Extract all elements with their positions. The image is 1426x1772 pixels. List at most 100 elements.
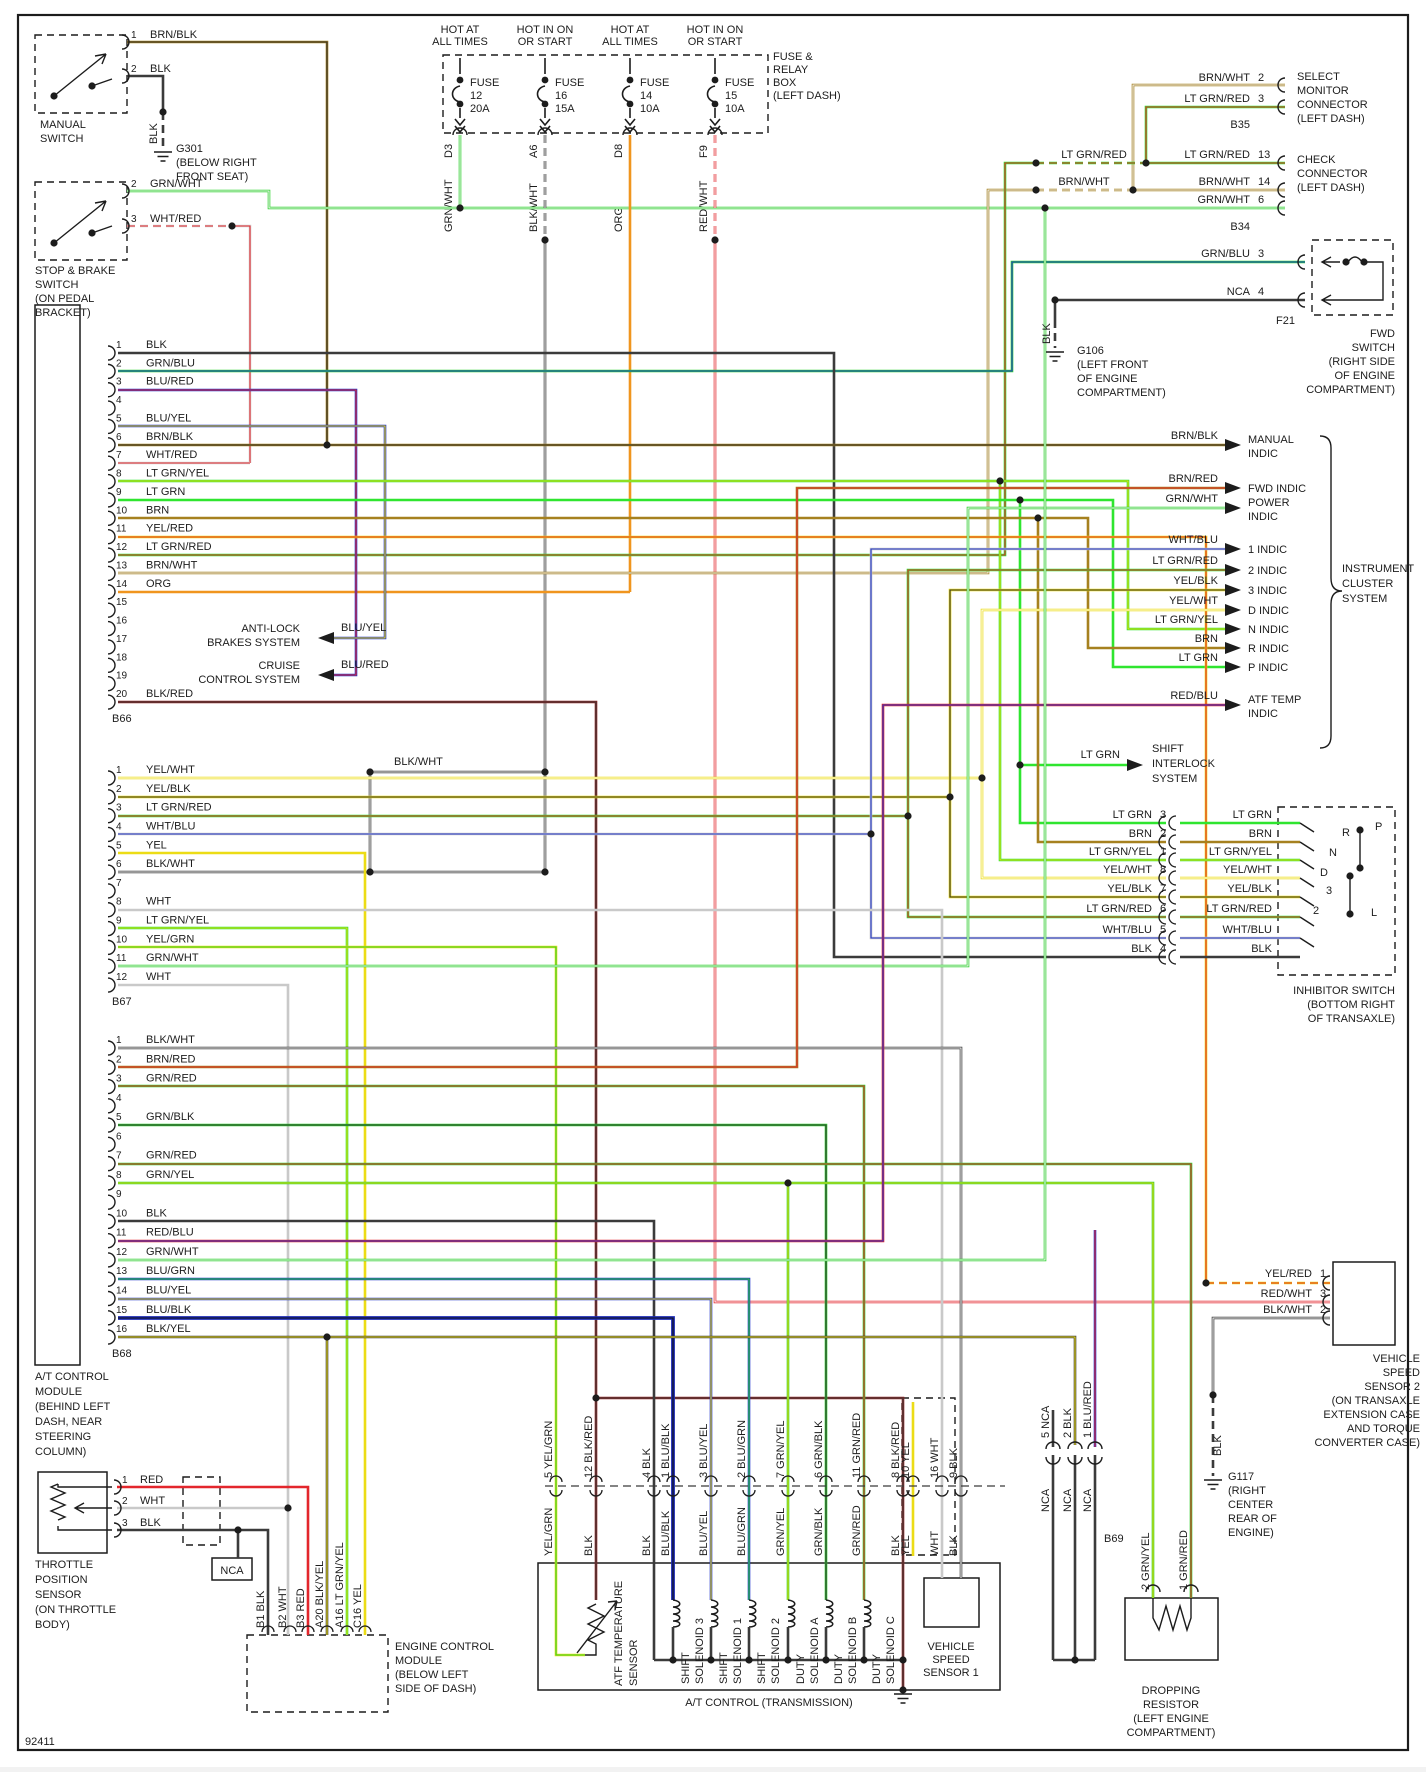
inhibitor-arc (1158, 852, 1167, 868)
label: SYSTEM (1152, 773, 1197, 785)
label: F21 (1276, 315, 1295, 327)
trans-wire-label: BLK (948, 1535, 960, 1556)
arrow-left-icon (318, 632, 334, 644)
inhibitor-wire-left: YEL/WHT (1103, 864, 1152, 876)
label: 2 (1258, 72, 1264, 84)
solenoid-label: SOLENOID 2 (770, 1618, 782, 1684)
fuse-wire-color: GRN/WHT (443, 179, 455, 232)
label: NCA (1062, 1488, 1074, 1512)
wire-stripe-b66-2-grn-blu (118, 261, 1305, 372)
fuse-feed-label: ALL TIMES (602, 36, 658, 48)
label: 3 (1258, 248, 1264, 260)
wire-b68-12-grn-wht (118, 208, 1047, 1262)
pin-arc-B68-12 (107, 1252, 116, 1268)
pin-arc-B68-7 (107, 1155, 116, 1172)
inhibitor-arc (1168, 834, 1177, 850)
atf-resistor (576, 1600, 618, 1656)
trans-conn-arc (819, 1489, 833, 1497)
junction-dot (745, 1656, 753, 1664)
pin-number-B66-6: 6 (116, 432, 122, 443)
label: BLK (148, 123, 160, 144)
pin-arc-B66-3 (107, 382, 116, 398)
fuse-dot (711, 76, 719, 84)
pin-number-B66-19: 19 (116, 671, 128, 682)
trans-conn-arc (935, 1489, 949, 1497)
trans-conn-arc (906, 1489, 920, 1497)
trans-conn-arc (704, 1489, 718, 1497)
trans-conn-arc (666, 1475, 680, 1483)
trans-pin-label: 10 YEL (900, 1442, 912, 1478)
indicator-wire-label: BRN/BLK (1171, 430, 1219, 442)
label: SWITCH (35, 279, 78, 291)
pin-arc-B67-11 (107, 958, 116, 974)
wire-stripe-b68-11-red-blu (118, 704, 1225, 1242)
pin-number-B66-11: 11 (116, 524, 127, 535)
pin-arc-B68-6 (107, 1136, 116, 1153)
label: A/T CONTROL (35, 1371, 109, 1383)
trans-conn-arc (589, 1489, 603, 1497)
junction-dot (1342, 258, 1350, 266)
label: D (1320, 867, 1328, 879)
box-dashed-0 (34, 34, 128, 114)
box-solid-6 (537, 1562, 1001, 1691)
trans-wire-label: BLU/GRN (736, 1507, 748, 1556)
pin-color-B68-11: RED/BLU (146, 1227, 194, 1239)
pin-arc-B68-9 (107, 1194, 116, 1210)
inhibitor-wire-right: LT GRN/RED (1206, 903, 1272, 915)
label: MODULE (395, 1655, 442, 1667)
connector-arc (113, 1522, 122, 1538)
box-dashed-3 (1311, 239, 1394, 316)
label: RELAY (773, 64, 809, 76)
label: 2 (131, 179, 137, 190)
trans-pin-label: 5 YEL/GRN (543, 1421, 555, 1478)
ground-icon (1204, 1479, 1222, 1490)
indicator-wire-label: RED/BLU (1170, 690, 1218, 702)
stop-switch-blade (53, 200, 113, 244)
junction-dot (541, 236, 549, 244)
trans-conn-arc (954, 1489, 968, 1497)
junction-dot (996, 477, 1004, 485)
wire-stripe-b68-13-blu-grn (118, 1278, 750, 1600)
trans-conn-arc (954, 1475, 968, 1483)
pin-number-B68-8: 8 (116, 1170, 122, 1181)
label: CLUSTER (1342, 578, 1393, 590)
trans-pin-label: 11 GRN/RED (851, 1413, 863, 1478)
box-solid-1 (34, 304, 81, 1366)
fuse-name: 16 (555, 90, 567, 102)
pin-number-B67-9: 9 (116, 916, 122, 927)
arrow-left-icon (318, 669, 334, 681)
label: (LEFT DASH) (1297, 182, 1365, 194)
wire-stripe-stop-2-grn-wht (127, 190, 1285, 209)
solenoid-label: SOLENOID B (847, 1617, 859, 1684)
inhibitor-wire-left: LT GRN/RED (1086, 903, 1152, 915)
fuse-name: FUSE (725, 77, 754, 89)
pin-arc-B67-8 (107, 902, 116, 918)
box-dashed-5 (246, 1634, 389, 1713)
box-solid-0 (16, 13, 1410, 1752)
pin-number-B66-14: 14 (116, 579, 128, 590)
label: SIDE OF DASH) (395, 1683, 476, 1695)
junction-dot (899, 1656, 907, 1664)
ecm-pin-label-B1: B1 BLK (255, 1590, 267, 1628)
inhibitor-pin: 1 (1160, 846, 1166, 858)
label: 2 (131, 64, 137, 75)
trans-wire-label: GRN/BLK (813, 1507, 825, 1556)
pin-number-B68-10: 10 (116, 1208, 128, 1219)
wire-b68-11-red-blu (118, 703, 1225, 1243)
arrow-right-icon (1225, 439, 1241, 451)
wire-b67-12-wht (118, 983, 290, 1635)
inhibitor-wire-right: BRN (1249, 828, 1272, 840)
ecm-pin-arc-C16 (358, 1625, 372, 1633)
fuse-feed-label: HOT AT (611, 24, 650, 36)
inhibitor-pin: 4 (1160, 943, 1166, 955)
label: 1 (131, 30, 137, 41)
label: RESISTOR (1143, 1699, 1199, 1711)
label: BLU/RED (341, 659, 389, 671)
pin-color-B67-12: WHT (146, 971, 171, 983)
label: ANTI-LOCK (241, 623, 300, 635)
label: (LEFT FRONT (1077, 359, 1149, 371)
connector-arc (121, 34, 130, 50)
pin-color-B66-11: YEL/RED (146, 523, 193, 535)
junction-dot (860, 1656, 868, 1664)
junction-dot (366, 768, 374, 776)
